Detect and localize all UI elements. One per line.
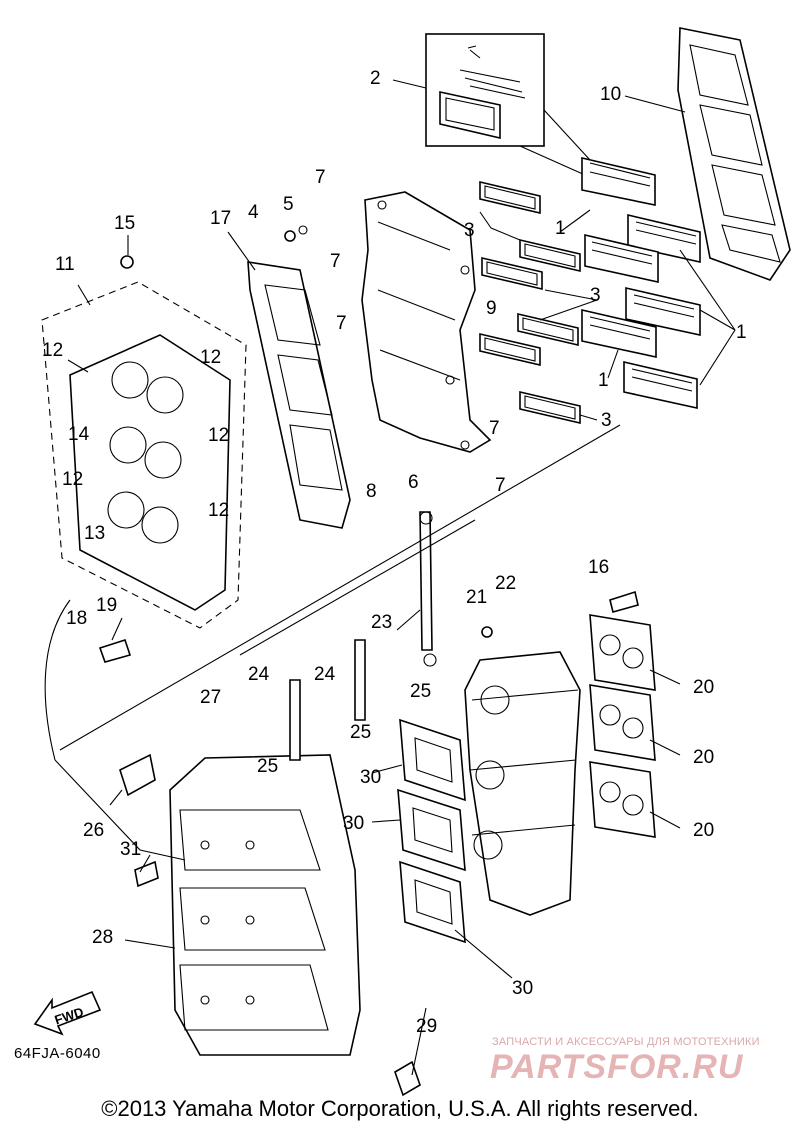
callout-12: 12 xyxy=(208,500,229,521)
callout-12: 12 xyxy=(62,469,83,490)
callout-25: 25 xyxy=(350,722,371,743)
callout-21: 21 xyxy=(466,587,487,608)
reed-valve-detail-inset xyxy=(425,33,591,176)
watermark-logo: PARTSFOR.RU xyxy=(490,1048,744,1086)
callout-16: 16 xyxy=(588,557,609,578)
callout-28: 28 xyxy=(92,927,113,948)
callout-numbers: 2 10 7 5 4 17 15 3 1 7 11 3 9 7 1 12 12 … xyxy=(42,68,747,1037)
callout-3: 3 xyxy=(601,410,612,431)
callout-25: 25 xyxy=(257,756,278,777)
reed-housing-6 xyxy=(361,191,492,453)
gasket-17 xyxy=(247,261,351,529)
callout-5: 5 xyxy=(283,194,294,215)
callout-7: 7 xyxy=(315,167,326,188)
reed-plates-3 xyxy=(479,180,581,425)
callout-7: 7 xyxy=(489,418,500,439)
watermark-caption: ЗАПЧАСТИ И АКСЕССУАРЫ ДЛЯ МОТОТЕХНИКИ xyxy=(492,1036,760,1048)
gaskets-20 xyxy=(589,614,656,838)
callout-11: 11 xyxy=(55,254,75,275)
callout-31: 31 xyxy=(120,839,141,860)
callout-24: 24 xyxy=(314,664,336,685)
callout-26: 26 xyxy=(83,820,104,841)
copyright-notice: ©2013 Yamaha Motor Corporation, U.S.A. A… xyxy=(101,1096,699,1121)
callout-1: 1 xyxy=(598,370,609,391)
callout-14: 14 xyxy=(68,424,90,445)
callout-17: 17 xyxy=(210,208,231,229)
diagram-code: 64FJA-6040 xyxy=(14,1045,101,1062)
callout-19: 19 xyxy=(96,595,117,616)
callout-20: 20 xyxy=(693,747,714,768)
callout-20: 20 xyxy=(693,677,714,698)
callout-8: 8 xyxy=(366,481,377,502)
callout-4: 4 xyxy=(248,202,259,223)
callout-7: 7 xyxy=(330,251,341,272)
callout-30: 30 xyxy=(512,978,533,999)
callout-20: 20 xyxy=(693,820,714,841)
callout-2: 2 xyxy=(370,68,381,89)
callout-10: 10 xyxy=(600,84,621,105)
callout-6: 6 xyxy=(408,472,419,493)
gaskets-30 xyxy=(397,718,466,944)
callout-7: 7 xyxy=(336,313,347,334)
callout-27: 27 xyxy=(200,687,221,708)
callout-12: 12 xyxy=(200,347,221,368)
callout-3: 3 xyxy=(464,220,475,241)
callout-1: 1 xyxy=(555,218,566,239)
callout-12: 12 xyxy=(42,340,63,361)
callout-25: 25 xyxy=(410,681,431,702)
callout-18: 18 xyxy=(66,608,87,629)
reed-valve-assemblies-1 xyxy=(581,156,701,409)
small-hardware xyxy=(44,225,639,1097)
leader-lines xyxy=(59,79,736,1076)
callout-9: 9 xyxy=(486,298,497,319)
callout-12: 12 xyxy=(208,425,229,446)
gasket-10 xyxy=(677,27,791,281)
callout-1: 1 xyxy=(736,322,747,343)
callout-22: 22 xyxy=(495,573,516,594)
callout-7: 7 xyxy=(495,475,506,496)
callout-30: 30 xyxy=(343,813,364,834)
callout-30: 30 xyxy=(360,767,381,788)
intake-manifold-11 xyxy=(41,281,247,629)
callout-3: 3 xyxy=(590,285,601,306)
callout-29: 29 xyxy=(416,1016,437,1037)
callout-24: 24 xyxy=(248,664,270,685)
callout-13: 13 xyxy=(84,523,105,544)
callout-15: 15 xyxy=(114,213,135,234)
forward-arrow-icon: FWD xyxy=(33,990,102,1036)
silencer-cover-28 xyxy=(169,754,361,1056)
carburetor-assembly xyxy=(464,651,581,916)
callout-23: 23 xyxy=(371,612,392,633)
